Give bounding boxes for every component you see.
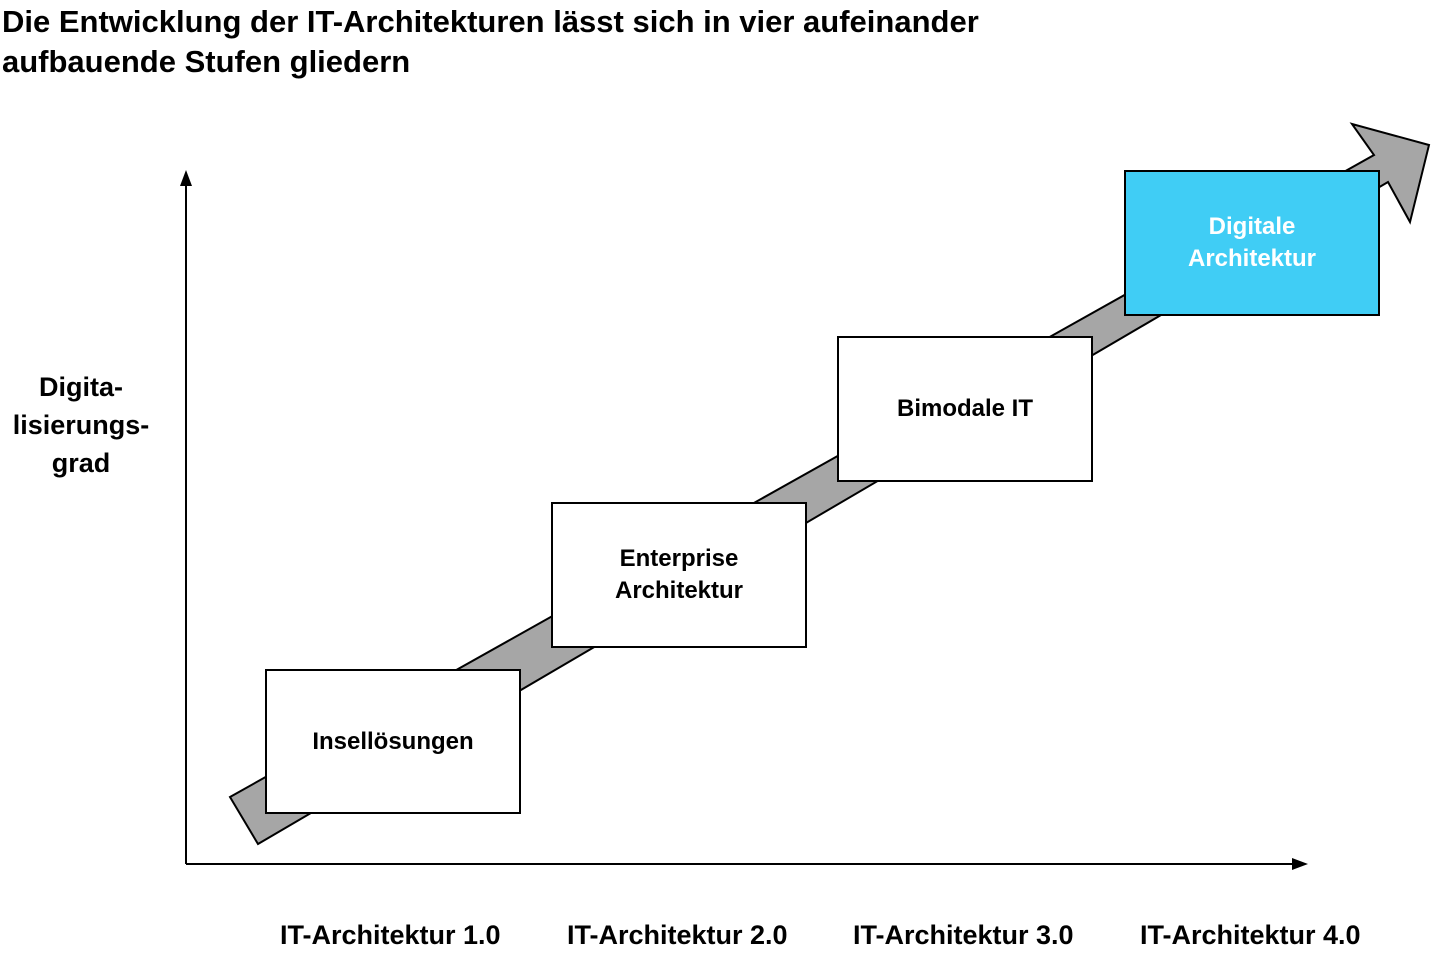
stage-label-line-1: Insellösungen (312, 727, 474, 755)
diagram-title: Die Entwicklung der IT-Architekturen läs… (2, 2, 1202, 82)
stage-label-line-2: Architektur (1187, 245, 1317, 272)
stage-box-insellosungen: Insellösungen (265, 669, 521, 814)
stage-label-line-1: Bimodale IT (896, 395, 1034, 422)
stage-box-digitale-architektur: Digitale Architektur (1124, 170, 1380, 316)
title-line-1: Die Entwicklung der IT-Architekturen läs… (2, 4, 979, 39)
y-axis-label-line-1: Digita- (39, 372, 123, 402)
stage-label-line-2: Architektur (614, 577, 744, 604)
y-axis-label-line-2: lisierungs- (12, 410, 150, 440)
x-label-it-architektur-3: IT-Architektur 3.0 (853, 920, 1074, 950)
stage-box-enterprise-architektur: Enterprise Architektur (551, 502, 807, 648)
y-axis-label: Digita- lisierungs- grad (0, 368, 162, 482)
stage-box-bimodale-it: Bimodale IT (837, 336, 1093, 482)
stage-label-line-1: Enterprise (619, 545, 739, 572)
stage-label-line-1: Digitale (1208, 213, 1296, 240)
x-label-it-architektur-4: IT-Architektur 4.0 (1140, 920, 1361, 950)
x-label-it-architektur-2: IT-Architektur 2.0 (567, 920, 788, 950)
y-axis-arrowhead (180, 170, 192, 186)
x-label-it-architektur-1: IT-Architektur 1.0 (280, 920, 501, 950)
title-line-2: aufbauende Stufen gliedern (2, 44, 411, 79)
x-axis-arrowhead (1292, 858, 1308, 870)
y-axis-label-line-3: grad (51, 448, 111, 478)
